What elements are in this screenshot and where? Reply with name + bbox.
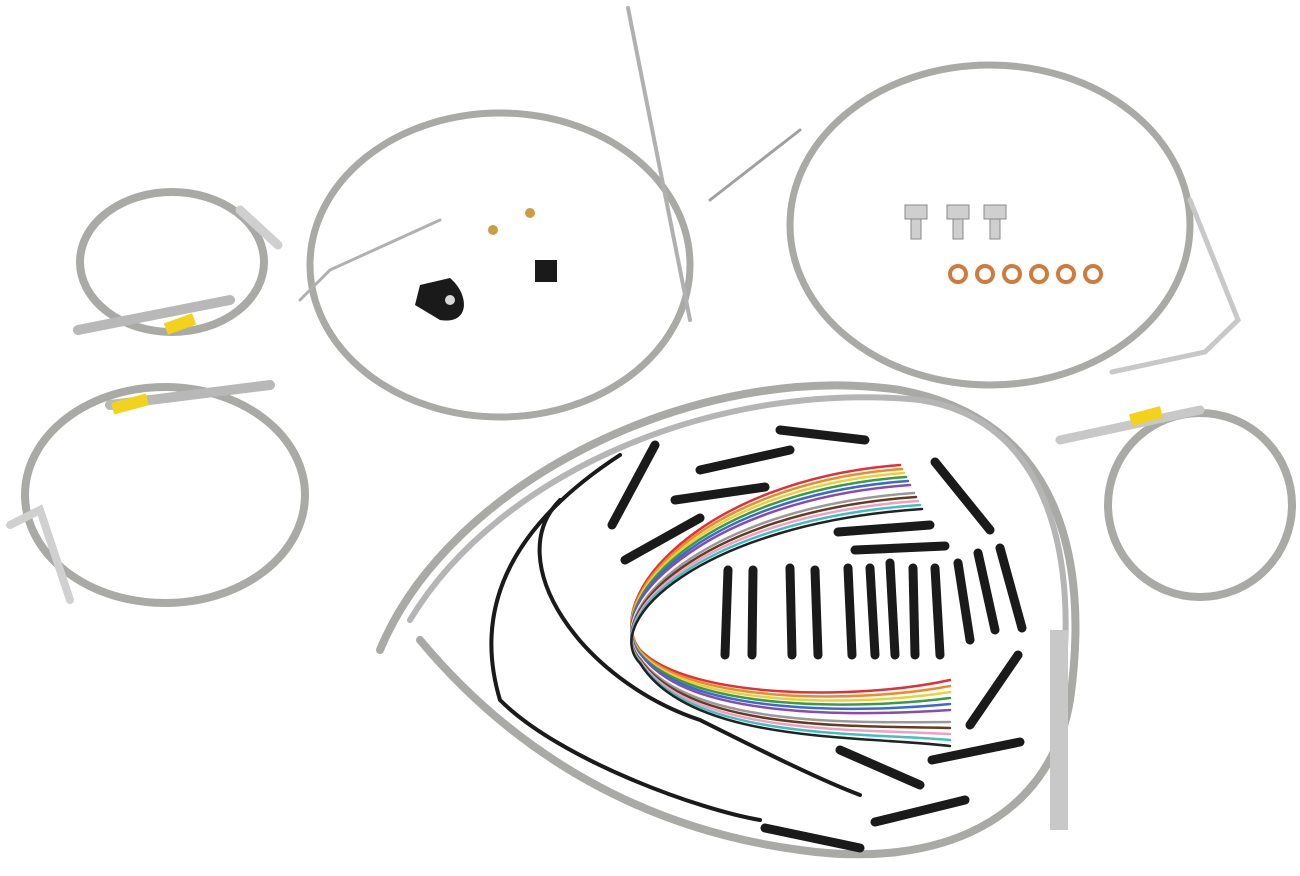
banjo-bolts xyxy=(904,204,1007,240)
yellow-tag xyxy=(1128,406,1164,426)
clutch-cable-loop xyxy=(708,61,1241,389)
yellow-tag xyxy=(111,393,149,415)
black-strips xyxy=(489,453,862,822)
heat-shrink-tubes xyxy=(607,425,1027,853)
copper-washer xyxy=(1029,264,1049,284)
copper-washer xyxy=(1083,264,1103,284)
copper-washer xyxy=(975,264,995,284)
wire-bundle xyxy=(630,463,952,748)
brake-line-left xyxy=(6,380,309,607)
brake-line-right xyxy=(1055,405,1296,601)
copper-washer xyxy=(1056,264,1076,284)
chrome-fitting xyxy=(1050,630,1068,830)
yellow-tag xyxy=(163,313,197,335)
cable-bracket xyxy=(415,208,557,321)
copper-washers xyxy=(948,264,1103,284)
brake-line-small-top-left xyxy=(73,188,283,336)
copper-washer xyxy=(948,264,968,284)
main-cable-loop xyxy=(376,381,1080,859)
throttle-cable-loop xyxy=(298,6,694,421)
copper-washer xyxy=(1002,264,1022,284)
wire xyxy=(630,507,952,748)
